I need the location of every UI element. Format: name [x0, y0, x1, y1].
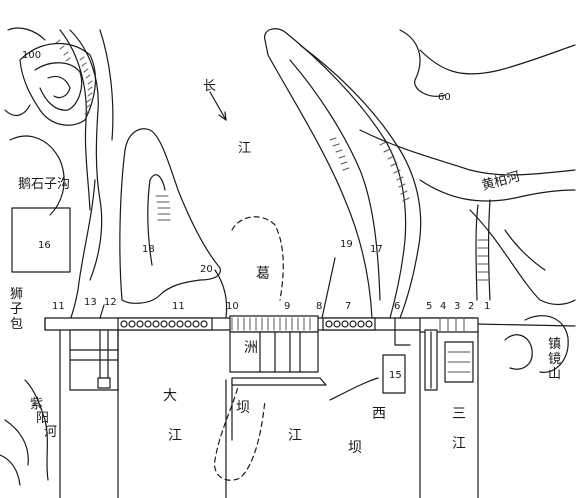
label-ge: 葛: [256, 266, 270, 282]
label-13: 13: [84, 297, 97, 308]
right-hill-zhenjing-2: [504, 334, 533, 370]
downstream-center-bank: [329, 377, 379, 401]
right-hill-zhenjing: [524, 315, 569, 373]
flow-arrow: [209, 91, 227, 121]
label-14: 11: [52, 301, 65, 312]
label-16: 16: [38, 240, 51, 251]
label-17: 17: [370, 244, 383, 255]
center-structure: [229, 331, 327, 386]
label-2: 2: [468, 301, 474, 312]
downstream-left-bank: [24, 379, 49, 481]
channel-20-line: [214, 269, 228, 319]
right-ship-lock: [394, 317, 479, 498]
left-ship-lock: [59, 304, 119, 498]
label-8: 8: [316, 301, 322, 312]
label-4: 4: [440, 301, 446, 312]
label-3: 3: [454, 301, 460, 312]
label-chang: 长: [203, 79, 216, 94]
sluice-gates-7: [322, 317, 376, 331]
label-20: 20: [200, 264, 213, 275]
island-18-hatching: [155, 195, 171, 221]
left-hill-contours: [4, 27, 114, 281]
label-zi-yang-2: 阳: [36, 411, 49, 426]
label-jing: 镜: [548, 352, 561, 367]
label-bao: 包: [10, 317, 23, 332]
label-12: 12: [104, 297, 117, 308]
channel-line-c: [321, 257, 336, 319]
island-19-hatching: [329, 137, 410, 202]
island-19-inner: [289, 59, 381, 301]
label-15: 15: [389, 370, 402, 381]
label-11-sluice: 11: [172, 301, 185, 312]
right-hill-contours: [359, 29, 576, 305]
dam-axis-right-extension: [474, 323, 576, 327]
label-jiang-right: 江: [452, 436, 466, 452]
island-19-outline: [263, 28, 407, 319]
label-6: 6: [394, 301, 400, 312]
label-19: 19: [340, 239, 353, 250]
gezhou-island-dashed: [213, 216, 284, 481]
label-7: 7: [345, 301, 351, 312]
left-river-bank: [69, 179, 96, 321]
contour-100: 100: [22, 50, 41, 61]
label-shan: 山: [548, 367, 561, 382]
label-zi-yang-3: 河: [44, 425, 57, 440]
structure-16-box: [11, 207, 71, 273]
label-san: 三: [452, 406, 466, 422]
label-da: 大: [163, 388, 177, 404]
downstream-left-hills: [0, 419, 29, 486]
island-18-inner: [147, 174, 166, 266]
island-17-outer: [299, 44, 422, 319]
structure-15-box: [382, 354, 406, 394]
label-queshizigou: 鹅石子沟: [18, 176, 70, 192]
huangbo-hatching: [477, 239, 489, 281]
label-xi: 西: [372, 406, 386, 422]
left-ridge-hatching: [55, 39, 93, 115]
label-jiang-top: 江: [238, 141, 251, 156]
sluice-gates-11: [117, 317, 213, 331]
label-ba-right: 坝: [348, 440, 362, 456]
label-shi: 狮: [10, 287, 23, 302]
label-jiang-mid: 江: [288, 428, 302, 444]
island-18-outline: [119, 128, 221, 304]
huangbo-river-bank-left: [475, 204, 479, 301]
contour-60: 60: [438, 92, 451, 103]
number-labels: 1 2 3 4 5 6 7 8 9 10 11 12 13 11 15 16 1…: [22, 50, 490, 381]
label-zi: 子: [10, 302, 23, 317]
label-1: 1: [484, 301, 490, 312]
label-9: 9: [284, 301, 290, 312]
label-10: 10: [226, 301, 239, 312]
powerhouse-9: [229, 315, 319, 333]
label-zhen: 镇: [548, 337, 561, 352]
label-zhou: 洲: [244, 340, 258, 356]
label-18: 18: [142, 244, 155, 255]
label-ba: 坝: [236, 400, 250, 416]
label-5: 5: [426, 301, 432, 312]
huangbo-river-bank-right: [487, 199, 491, 301]
label-jiang-left: 江: [168, 428, 182, 444]
label-zi-yang-1: 紫: [30, 397, 43, 412]
